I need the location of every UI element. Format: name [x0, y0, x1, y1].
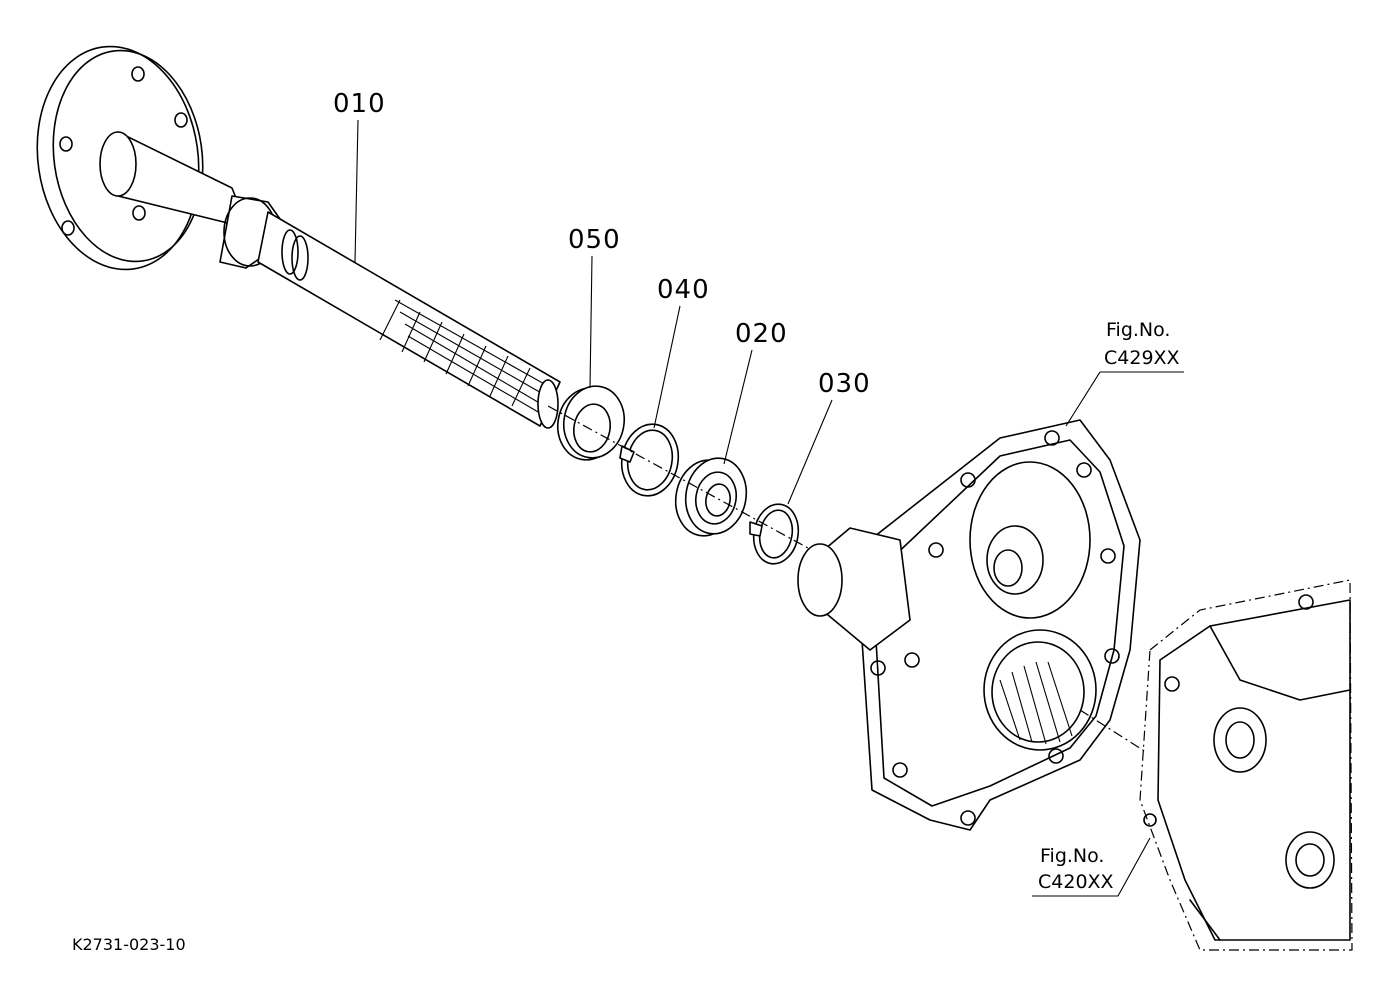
fig-ref-code-c429xx[interactable]: C429XX — [1104, 347, 1180, 369]
leader-lines — [354, 119, 1184, 897]
part-number-020: 020 — [735, 319, 788, 349]
ball-bearing-020[interactable] — [670, 453, 752, 540]
part-number-030: 030 — [818, 369, 871, 399]
part-number-010: 010 — [333, 89, 386, 119]
assembly-axis-line — [547, 405, 809, 549]
fig-ref-label-c429xx: Fig.No. — [1106, 319, 1170, 341]
snap-ring-030[interactable] — [749, 501, 803, 568]
part-number-040: 040 — [657, 275, 710, 305]
oil-seal-050[interactable] — [552, 381, 630, 464]
part-number-050: 050 — [568, 225, 621, 255]
axle-shaft-010[interactable] — [23, 36, 561, 429]
fig-ref-code-c420xx[interactable]: C420XX — [1038, 871, 1114, 893]
transmission-case-c420xx[interactable] — [1139, 579, 1353, 951]
drawing-code: K2731-023-10 — [72, 935, 186, 954]
snap-ring-040[interactable] — [616, 420, 684, 501]
fig-ref-label-c420xx: Fig.No. — [1040, 845, 1104, 867]
transmission-case-c429xx[interactable] — [797, 419, 1141, 831]
